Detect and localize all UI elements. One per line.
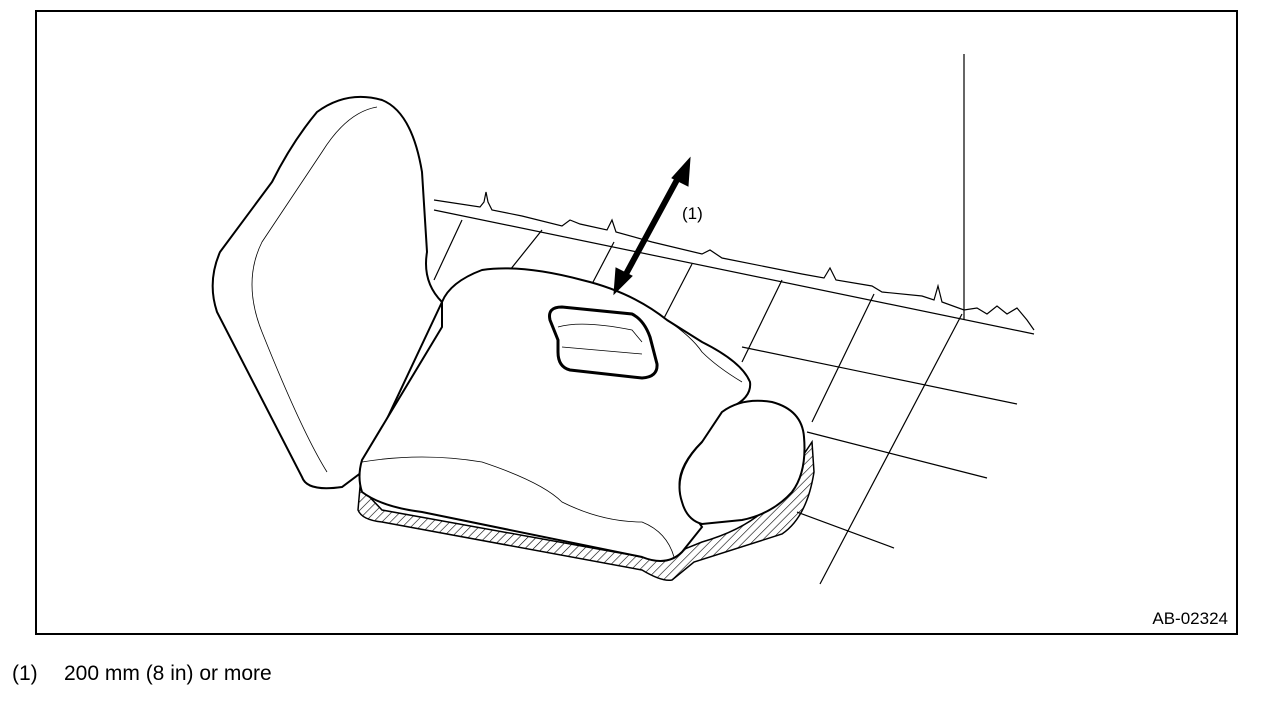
callout-label: (1) — [682, 204, 703, 223]
floor-grid — [433, 54, 1035, 585]
legend-item: (1) 200 mm (8 in) or more — [12, 662, 272, 686]
figure-frame: (1) AB-02324 — [35, 10, 1238, 635]
figure-id-label: AB-02324 — [1152, 609, 1228, 628]
seat-handle — [548, 305, 659, 380]
seat-back — [211, 95, 444, 490]
legend-item-text: 200 mm (8 in) or more — [64, 662, 272, 685]
seat-clearance-illustration: (1) — [211, 54, 1035, 585]
side-bolster — [678, 399, 806, 526]
legend-item-number: (1) — [12, 662, 38, 685]
dimension-arrow — [613, 156, 691, 296]
